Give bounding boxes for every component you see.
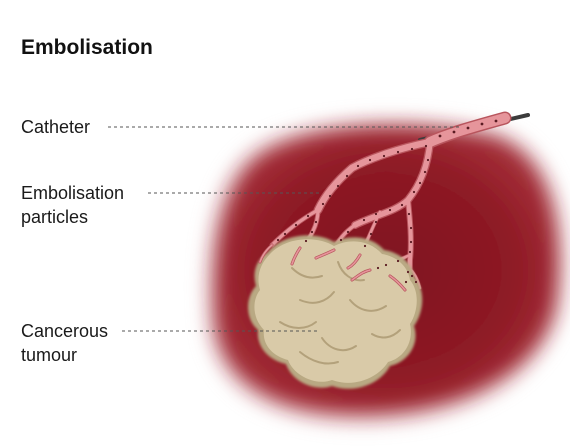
particle-dot: [336, 184, 340, 188]
particle-dot: [306, 214, 310, 218]
particle-dot: [346, 230, 350, 234]
embolisation-particles: [276, 119, 498, 284]
particle-dot: [294, 223, 298, 227]
particle-dot: [410, 147, 414, 151]
tumour-label-line1: Cancerous: [21, 321, 109, 341]
catheter-label-text: Catheter: [21, 117, 91, 137]
particle-dot: [426, 158, 430, 162]
particles-label-line2: particles: [21, 207, 89, 227]
particle-dot: [400, 203, 404, 207]
particle-dot: [283, 232, 287, 236]
particle-dot: [368, 158, 372, 162]
particle-dot: [374, 212, 378, 216]
particle-dot: [321, 202, 325, 206]
particle-dot: [452, 130, 456, 134]
particle-dot: [409, 240, 413, 244]
particle-dot: [396, 259, 400, 263]
particle-dot: [310, 230, 314, 234]
tumour: [248, 235, 423, 389]
particle-dot: [406, 270, 410, 274]
diagram-title: Embolisation: [21, 36, 153, 59]
particle-dot: [408, 250, 412, 254]
particle-dot: [382, 154, 386, 158]
particle-dot: [339, 238, 343, 242]
particle-dot: [480, 122, 484, 126]
particle-dot: [276, 238, 280, 242]
particle-dot: [369, 232, 373, 236]
particle-dot: [304, 239, 308, 243]
particle-dot: [409, 226, 413, 230]
particle-dot: [404, 280, 408, 284]
particle-dot: [384, 263, 388, 267]
embolisation-particles-label: Embolisation particles: [21, 181, 124, 229]
particle-dot: [363, 244, 367, 248]
particles-label-line1: Embolisation: [21, 183, 125, 203]
particle-dot: [494, 119, 498, 123]
cancerous-tumour-label: Cancerous tumour: [21, 319, 108, 367]
particle-dot: [466, 126, 470, 130]
particle-dot: [374, 220, 378, 224]
particle-dot: [356, 164, 360, 168]
tumour-label-line2: tumour: [21, 345, 78, 365]
particle-dot: [424, 144, 428, 148]
particle-dot: [410, 274, 414, 278]
leader-lines: [108, 126, 460, 332]
vessel-tips: [258, 243, 407, 292]
particle-dot: [388, 208, 392, 212]
particle-dot: [423, 170, 427, 174]
catheter-label: Catheter: [21, 115, 90, 139]
particle-dot: [407, 212, 411, 216]
particle-dot: [414, 280, 418, 284]
particle-dot: [362, 218, 366, 222]
particle-dot: [438, 134, 442, 138]
particle-dot: [314, 220, 318, 224]
particle-dot: [345, 174, 349, 178]
particle-dot: [418, 181, 422, 185]
particle-dot: [396, 150, 400, 154]
particle-dot: [412, 190, 416, 194]
particle-dot: [376, 266, 380, 270]
particle-dot: [328, 194, 332, 198]
